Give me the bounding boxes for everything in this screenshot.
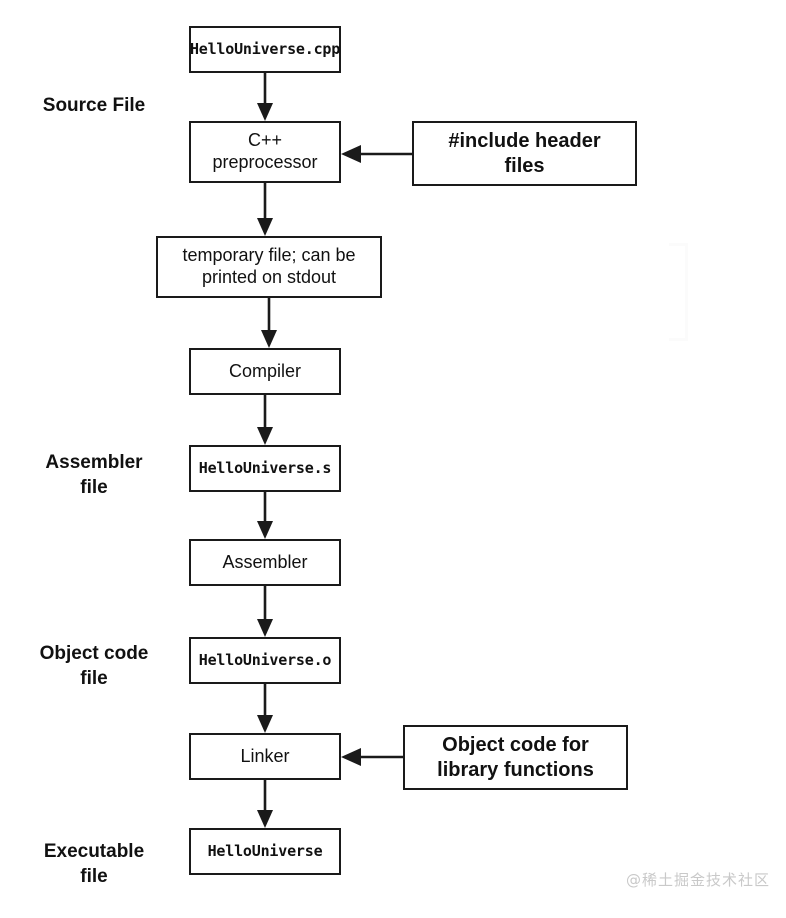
stage-label-source-file: Source File	[42, 95, 146, 116]
node-object-code-library[interactable]: Object code for library functions	[403, 725, 628, 790]
watermark-text: @稀土掘金技术社区	[625, 871, 770, 889]
node-assembler[interactable]: Assembler	[189, 539, 341, 586]
node-linker[interactable]: Linker	[189, 733, 341, 780]
node-hellouniverse-exe[interactable]: HelloUniverse	[189, 828, 341, 875]
node-hellouniverse-s[interactable]: HelloUniverse.s	[189, 445, 341, 492]
node-hellouniverse-o[interactable]: HelloUniverse.o	[189, 637, 341, 684]
node-compiler[interactable]: Compiler	[189, 348, 341, 395]
node-include-header-files[interactable]: #include header files	[412, 121, 637, 186]
stage-label-executable-file: Executable file	[43, 841, 145, 888]
node-temporary-file[interactable]: temporary file; can be printed on stdout	[156, 236, 382, 298]
stage-label-object-code-file: Object code file	[39, 643, 149, 690]
node-hellouniverse-cpp[interactable]: HelloUniverse.cpp	[189, 26, 341, 73]
stage-label-assembler-file: Assembler file	[45, 452, 143, 499]
node-cpp-preprocessor[interactable]: C++ preprocessor	[189, 121, 341, 183]
faint-watermark-glyph	[669, 243, 688, 341]
